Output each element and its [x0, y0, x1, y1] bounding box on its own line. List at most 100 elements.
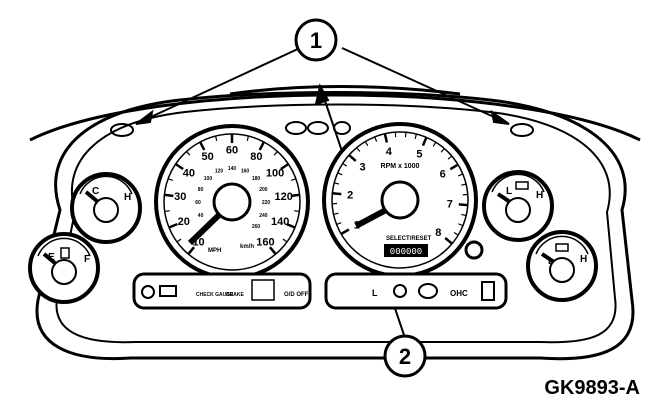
tachometer-tick: [374, 136, 378, 142]
speedometer-unit: MPH: [208, 248, 221, 254]
temp-gauge-high: H: [124, 192, 131, 203]
brake-warning-icon: [418, 283, 438, 299]
tachometer-tick: [340, 228, 350, 236]
speedometer-label: 160: [256, 237, 274, 249]
trip-reset-button[interactable]: [464, 240, 484, 260]
speedometer-hub: [212, 182, 252, 222]
speedometer-tick: [187, 246, 196, 255]
speedometer-inner-label: 220: [262, 200, 271, 206]
tachometer-unit: RPM x 1000: [381, 163, 420, 170]
tachometer-ticks: [332, 132, 468, 245]
figure-id: GK9893-A: [544, 377, 640, 399]
battery-icon: [555, 243, 569, 252]
tachometer-reset-label: SELECT/RESET: [386, 236, 432, 242]
tachometer-tick: [334, 182, 340, 185]
temp-gauge-low: C: [92, 186, 99, 197]
callout-1-label: 1: [310, 28, 322, 53]
tachometer-tick: [348, 154, 357, 162]
speedometer-inner-label: 60: [195, 200, 201, 206]
seatbelt-icon: [393, 284, 407, 298]
tachometer-label: 4: [386, 146, 393, 158]
warning-left-1: CHECK GAUGE: [196, 292, 234, 298]
speedometer-tick: [280, 162, 290, 171]
visor-lens-right: [510, 123, 534, 137]
speedometer-label: 20: [178, 216, 190, 228]
speedometer-tick: [214, 135, 218, 142]
tachometer-tick: [432, 141, 437, 147]
speedometer-inner-label: 140: [228, 166, 237, 172]
warning-left-box: [251, 279, 275, 301]
speedometer-ticks: [164, 134, 300, 255]
tachometer-tick: [440, 148, 445, 153]
top-indicator-lamps: [285, 121, 351, 135]
battery-warning-icon: [159, 285, 177, 297]
warning-left-2: BRAKE: [226, 292, 244, 298]
tachometer-label: 2: [347, 190, 353, 202]
speedometer-tick: [286, 222, 296, 229]
speedometer-tick: [168, 222, 178, 229]
odometer-value: 000000: [390, 247, 422, 257]
speedometer-tick: [198, 141, 206, 151]
speedometer-tick: [174, 162, 184, 171]
speedometer-label: 40: [183, 168, 195, 180]
odometer-display: [384, 244, 428, 257]
tachometer-label: 6: [440, 169, 446, 181]
tachometer: 12345678 RPM x 1000 SELECT/RESET 000000: [322, 122, 484, 278]
speedometer-tick: [164, 193, 174, 198]
speedometer-tick: [294, 210, 300, 213]
oil-gauge-high: H: [536, 190, 543, 201]
speedometer-tick: [167, 178, 174, 182]
door-ajar-icon: [481, 281, 495, 301]
speedometer-inner-label: 160: [241, 169, 250, 175]
tachometer-tick: [449, 163, 459, 171]
speedometer-tick: [290, 178, 297, 182]
speedometer-tick: [258, 141, 266, 151]
tachometer-label: 3: [359, 162, 365, 174]
tachometer-tick: [444, 236, 453, 245]
tachometer-tick: [461, 213, 467, 217]
speedometer-needle: [187, 211, 223, 246]
warning-panel-left: CHECK GAUGE BRAKE O/D OFF: [132, 272, 312, 310]
speedometer-label: 30: [174, 191, 186, 203]
speedometer-label: 100: [266, 168, 284, 180]
tachometer-label: 5: [416, 149, 422, 161]
voltmeter-gauge: L H: [526, 230, 598, 302]
speedometer-inner-label: 40: [198, 213, 204, 219]
speedometer-inner-label: 80: [198, 187, 204, 193]
callout-2: 2: [383, 334, 427, 378]
speedometer-label: 50: [201, 151, 213, 163]
tachometer-tick: [458, 203, 468, 207]
tachometer-needle: [354, 207, 388, 229]
speedometer-label: 60: [226, 145, 238, 157]
tachometer-label: 8: [435, 227, 441, 239]
speedometer-tick: [246, 135, 250, 142]
tachometer-label: 7: [447, 198, 453, 210]
fuel-pump-icon: [60, 247, 70, 259]
tachometer-tick: [336, 222, 342, 226]
tachometer-tick: [453, 232, 459, 236]
speedometer-tick: [268, 246, 277, 255]
fuel-gauge-low: E: [48, 252, 55, 263]
speedometer-tick: [186, 151, 191, 156]
oil-pressure-gauge: L H: [482, 170, 554, 242]
speedometer-inner-unit: km/h: [240, 244, 254, 250]
speedometer-inner-label: 260: [252, 224, 261, 230]
callout-1: 1: [294, 18, 338, 62]
speedometer-inner-label: 100: [204, 176, 213, 182]
speedometer-label: 80: [250, 151, 262, 163]
warning-left-3: O/D OFF: [284, 292, 309, 298]
temp-gauge: C H: [70, 172, 142, 244]
speedometer-tick: [273, 151, 278, 156]
oil-gauge-low: L: [506, 186, 512, 197]
tachometer-tick: [457, 173, 464, 177]
tachometer-tick: [364, 141, 369, 147]
tachometer-tick: [421, 136, 428, 147]
tachometer-tick: [458, 223, 464, 227]
tachometer-hub: [380, 180, 420, 220]
callout-2-label: 2: [399, 344, 411, 369]
speedometer-inner-label: 200: [259, 187, 268, 193]
speedometer-inner-label: 180: [252, 176, 261, 182]
warning-right-1: L: [372, 288, 378, 298]
